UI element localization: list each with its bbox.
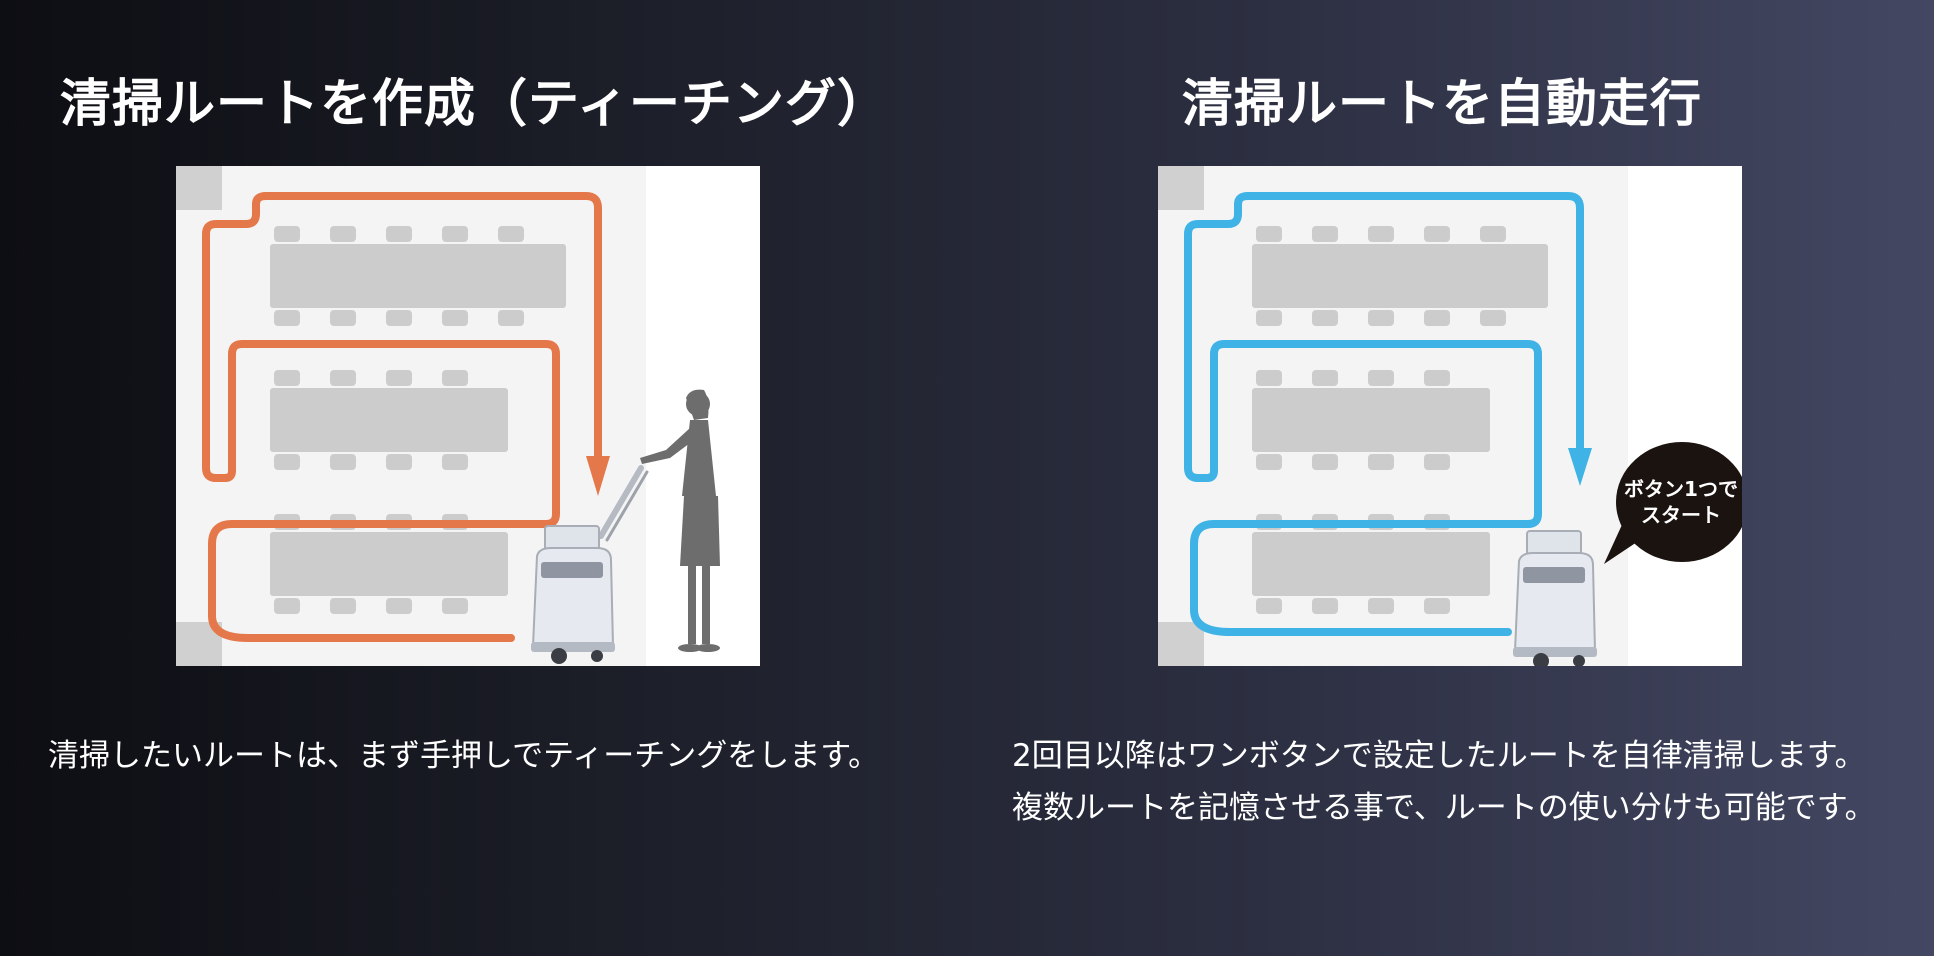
teaching-heading: 清掃ルートを作成（ティーチング） <box>60 75 889 134</box>
teaching-route-line <box>202 192 602 642</box>
floor-plan-diagram <box>176 166 720 666</box>
table-group-3 <box>270 514 508 614</box>
table-group-2 <box>1252 370 1490 470</box>
speech-bubble-icon: ボタン1つで スタート <box>1604 442 1742 564</box>
corner-block-top <box>176 166 222 210</box>
auto-run-floor-plan: ボタン1つで スタート <box>1158 166 1742 666</box>
auto-route-line <box>1184 192 1584 636</box>
teaching-route-arrow <box>586 456 610 496</box>
table-group-3 <box>1252 514 1490 614</box>
corner-block-top <box>1158 166 1204 210</box>
table-group-2 <box>270 370 508 470</box>
person-silhouette-icon <box>640 389 720 652</box>
chairs-bottom-1 <box>274 310 524 326</box>
auto-run-heading: 清掃ルートを自動走行 <box>1182 75 1703 134</box>
corner-block-bottom <box>1158 622 1204 666</box>
cleaning-robot-icon <box>1513 530 1597 666</box>
table-group-1 <box>1252 226 1548 326</box>
auto-run-description: 2回目以降はワンボタンで設定したルートを自律清掃します。複数ルートを記憶させる事… <box>1012 738 1876 826</box>
bubble-text-line1: ボタン1つで <box>1624 477 1738 501</box>
teaching-floor-plan <box>176 166 760 666</box>
auto-route-arrow <box>1568 448 1592 486</box>
teaching-description: 清掃したいルートは、まず手押しでティーチングをします。 <box>48 738 880 774</box>
bubble-text-line2: スタート <box>1641 503 1721 527</box>
chairs-top-1 <box>274 226 524 242</box>
table-group-1 <box>270 226 566 326</box>
floor-plan-diagram: ボタン1つで スタート <box>1158 166 1742 666</box>
cleaning-robot-icon <box>531 465 649 664</box>
